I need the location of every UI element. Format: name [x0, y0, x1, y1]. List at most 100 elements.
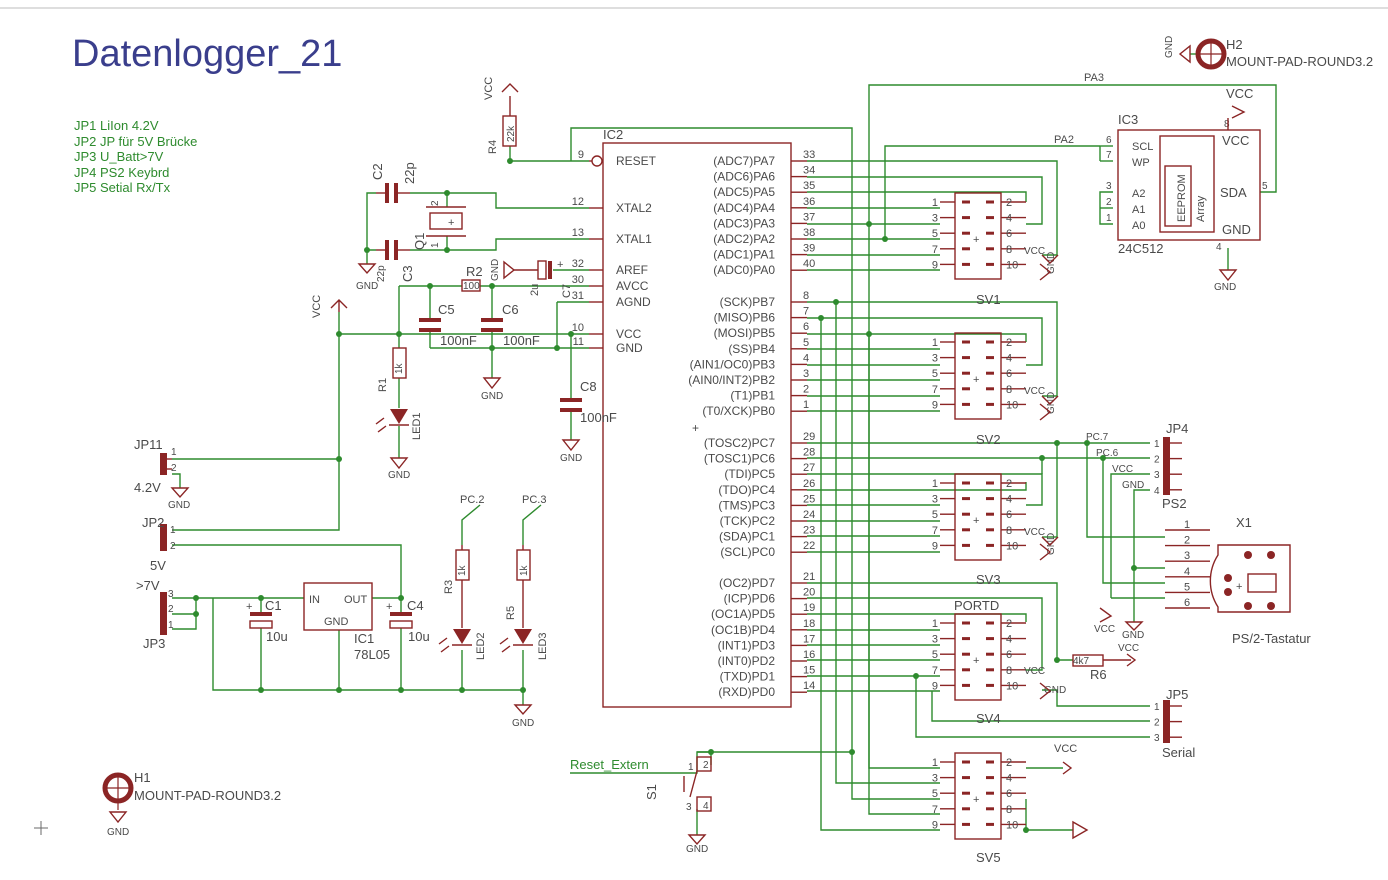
ic2-pin-name: (OC1A)PD5: [711, 607, 775, 621]
x1-pin-number: 3: [1184, 550, 1190, 562]
ic2-pin-number: 18: [803, 618, 815, 630]
h2-gnd-label: GND: [1164, 36, 1175, 58]
sv5-gnd-symbol: [1072, 820, 1089, 840]
jumper-jp3[interactable]: >7V JP3 3 2 1: [136, 578, 174, 651]
ic3-pinnum-a1: 2: [1106, 197, 1112, 208]
capacitor-c2[interactable]: C2 22p: [370, 162, 417, 203]
ic2-pin-number: 22: [803, 540, 815, 552]
jp4-pin-number: 2: [1154, 455, 1160, 466]
ic2-pin-number: 32: [572, 258, 584, 270]
ic2-pin-name: (ICP)PD6: [724, 592, 776, 606]
c1-name: C1: [265, 598, 282, 613]
resistor-r2[interactable]: 100 R2: [461, 264, 483, 292]
ic3-pinnum-a0: 1: [1106, 213, 1112, 224]
c8-name: C8: [580, 379, 597, 394]
capacitor-c8[interactable]: C8 100nF: [560, 379, 617, 425]
ic3-vcc-net: VCC: [1226, 86, 1253, 101]
resistor-r1[interactable]: R1 1k: [377, 347, 407, 392]
reset-inversion-bubble: [591, 155, 603, 167]
led-led2[interactable]: LED2: [438, 629, 487, 660]
resistor-r4[interactable]: VCC R4 22k: [483, 77, 519, 154]
ic2-pin-number: 29: [803, 431, 815, 443]
x1-value: PS/2-Tastatur: [1232, 631, 1311, 646]
jp4-pin-number: 1: [1154, 439, 1160, 450]
s1-gnd-label: GND: [686, 844, 708, 855]
resistor-r5[interactable]: R5 1k: [505, 545, 531, 628]
resistor-r3[interactable]: R3 1k: [443, 545, 470, 628]
vcc-rail-arrow: [330, 299, 348, 312]
header-pin-right: 4: [1006, 494, 1012, 506]
regulator-ic1[interactable]: IN OUT GND IC1 78L05: [303, 582, 390, 662]
jp5-pin-number: 3: [1154, 733, 1160, 744]
ic2-body: [602, 142, 792, 708]
r6-name: R6: [1090, 667, 1107, 682]
note-jp5: JP5 Setial Rx/Tx: [74, 180, 171, 195]
ic2-pin-name: (SCL)PC0: [720, 545, 775, 559]
r6-value: 4k7: [1073, 656, 1090, 667]
jp4-value: PS2: [1162, 496, 1187, 511]
ic2-pin-name: (AIN0/INT2)PB2: [688, 373, 775, 387]
ic2-pin-number: 27: [803, 462, 815, 474]
ic3-pin-a2: A2: [1132, 188, 1145, 200]
ic3-pinnum-scl: 6: [1106, 135, 1112, 146]
jp4-vcc-label: VCC: [1112, 464, 1133, 475]
h2-name: H2: [1226, 37, 1243, 52]
ic3-pinnum-sda: 5: [1262, 181, 1268, 192]
c1-plus: +: [246, 601, 252, 613]
capacitor-c1[interactable]: + C1 10u: [246, 598, 288, 644]
capacitor-c7[interactable]: GND C7 2u +: [490, 259, 573, 298]
crystal-q1[interactable]: + Q1 2 1: [412, 200, 466, 250]
capacitor-c4[interactable]: + C4 10u: [386, 598, 430, 644]
s1-pin-4: 4: [703, 801, 709, 812]
capacitor-c6[interactable]: C6 100nF: [481, 302, 540, 348]
header-plus: +: [973, 374, 979, 386]
ic3-eeprom[interactable]: IC3 24C512 SCL WP A2 A1 A0 VCC SDA GND E…: [1106, 86, 1268, 293]
led-led3[interactable]: LED3: [499, 629, 549, 660]
sv1-gnd-label: GND: [1046, 252, 1057, 274]
ic2-pin-name: (ADC3)PA3: [713, 216, 775, 230]
ic2-pin-name: RESET: [616, 154, 657, 168]
header-body: [954, 332, 1002, 420]
ic2-pin-number: 20: [803, 587, 815, 599]
header-pin-right: 6: [1006, 788, 1012, 800]
x1-pin-number: 1: [1184, 519, 1190, 531]
jp2-pin-1: 1: [170, 525, 176, 536]
header-pin-left: 5: [932, 368, 938, 380]
jumper-jp2[interactable]: JP2 5V 1 2: [142, 515, 176, 573]
jp5-pin-number: 2: [1154, 718, 1160, 729]
vcc-rail-label: VCC: [311, 295, 323, 318]
note-jp2: JP2 JP für 5V Brücke: [74, 134, 197, 149]
capacitor-c3[interactable]: C3 22p: [376, 240, 415, 282]
ic2-pin-name: VCC: [616, 327, 642, 341]
header-body: [954, 473, 1002, 561]
resistor-r6[interactable]: 4k7 R6 VCC: [1072, 643, 1139, 682]
header-pin-right: 10: [1006, 399, 1018, 411]
led-led1[interactable]: LED1: [375, 409, 423, 440]
header-vcc-symbols: [1039, 263, 1052, 700]
jp3-pin-3: 3: [168, 589, 174, 600]
h1-gnd-label: GND: [107, 827, 129, 838]
capacitor-c5[interactable]: C5 100nF: [419, 302, 477, 348]
header-pin-left: 5: [932, 509, 938, 521]
s1-pin-2: 2: [703, 760, 709, 771]
connector-jp5[interactable]: JP5 Serial 123: [1154, 687, 1195, 760]
h1-type: MOUNT-PAD-ROUND3.2: [134, 788, 281, 803]
c7-plus: +: [557, 259, 563, 271]
ic2-pin-number: 11: [573, 336, 584, 348]
header-pin-left: 7: [932, 525, 938, 537]
ic3-type: 24C512: [1118, 241, 1164, 256]
reset-extern-label: Reset_Extern: [570, 757, 649, 772]
switch-s1[interactable]: S1 1 2 3 4: [644, 756, 712, 813]
r1-value: 1k: [394, 362, 405, 374]
ic2-pin-name: (MISO)PB6: [714, 311, 776, 325]
jumper-jp11[interactable]: JP11 4.2V 1 2 GND: [134, 437, 190, 511]
